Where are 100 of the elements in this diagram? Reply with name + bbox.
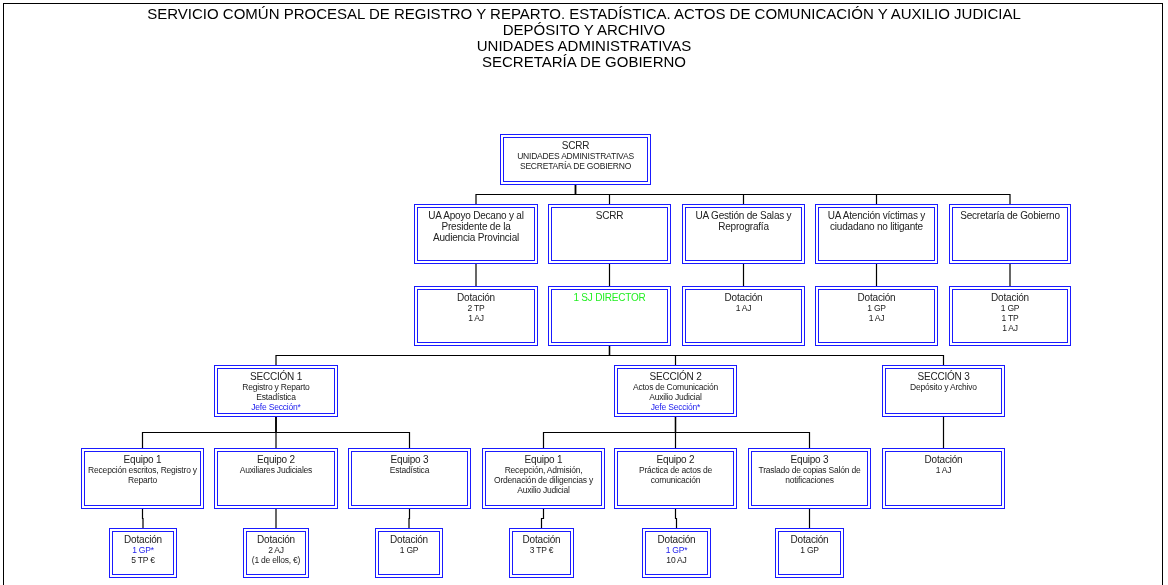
box-text: Auxiliares Judiciales xyxy=(239,465,313,475)
box-text: Dotación xyxy=(790,534,829,545)
box-text: (1 de ellos, €) xyxy=(251,555,301,565)
org-box xyxy=(882,448,1005,509)
box-text: Equipo 3 xyxy=(790,454,829,465)
box-text: Traslado de copias Salón de notificaciones xyxy=(757,465,862,485)
box-text: Dotación xyxy=(657,534,696,545)
org-box xyxy=(815,286,938,346)
connector-line xyxy=(574,184,1011,205)
org-box xyxy=(81,448,204,509)
org-box xyxy=(414,204,538,264)
connector-line xyxy=(674,416,811,449)
org-box xyxy=(775,528,844,578)
connector-line xyxy=(275,416,411,449)
connector-line xyxy=(875,263,878,287)
box-text: 1 GP* xyxy=(132,545,154,555)
box-text: UA Gestión de Salas y Reprografía xyxy=(694,210,793,232)
box-text: 1 AJ xyxy=(868,313,885,323)
connector-line xyxy=(141,508,144,529)
connector-line xyxy=(540,508,545,529)
box-text: Dotación xyxy=(257,534,295,545)
box-text: Práctica de actos de comunicación xyxy=(638,465,713,485)
box-text: Recepción escritos, Registro y Reparto xyxy=(87,465,198,485)
subtitle: DEPÓSITO Y ARCHIVO xyxy=(501,22,667,38)
box-text: 1 AJ xyxy=(468,313,484,323)
box-text: Dotación xyxy=(724,292,763,303)
box-text: Dotación xyxy=(457,292,495,303)
box-text: 1 AJ xyxy=(735,303,752,313)
org-box xyxy=(375,528,443,578)
box-text: Equipo 2 xyxy=(257,454,295,465)
connector-line xyxy=(408,508,411,529)
org-box xyxy=(642,528,711,578)
org-box xyxy=(548,204,671,264)
box-text: SCRR xyxy=(595,210,624,221)
connector-line xyxy=(742,263,745,287)
org-box xyxy=(949,204,1071,264)
box-text: Dotación xyxy=(390,534,428,545)
box-text: 1 GP* xyxy=(665,545,688,555)
org-box xyxy=(949,286,1071,346)
box-text: Jefe Sección* xyxy=(650,402,701,412)
box-text: 1 GP xyxy=(867,303,886,313)
box-text: 1 AJ xyxy=(935,465,952,475)
org-box xyxy=(548,286,671,346)
box-text: 3 TP € xyxy=(529,545,554,555)
connector-line xyxy=(275,508,277,529)
org-box xyxy=(482,448,605,509)
box-text: Estadística xyxy=(389,465,430,475)
box-text: Equipo 1 xyxy=(524,454,563,465)
org-box xyxy=(500,134,651,185)
box-text: 1 AJ xyxy=(1002,323,1018,333)
box-text: Equipo 2 xyxy=(656,454,695,465)
org-box xyxy=(348,448,471,509)
box-text: Dotación xyxy=(991,292,1029,303)
box-text: SECCIÓN 3 xyxy=(917,371,970,382)
box-text: Dotación xyxy=(924,454,963,465)
box-text: Equipo 3 xyxy=(390,454,429,465)
connector-line xyxy=(1009,263,1011,287)
box-text: SECCIÓN 2 xyxy=(649,371,702,382)
box-text: 10 AJ xyxy=(666,555,687,565)
box-text: 1 TP xyxy=(1001,313,1019,323)
org-box xyxy=(882,365,1005,417)
org-box xyxy=(614,448,737,509)
box-text: 1 GP xyxy=(1000,303,1020,313)
org-box xyxy=(682,204,805,264)
box-text: Dotación xyxy=(124,534,162,545)
org-box xyxy=(509,528,574,578)
box-text: Dotación xyxy=(857,292,896,303)
box-text: UNIDADES ADMINISTRATIVAS SECRETARÍA DE GOBIERNO xyxy=(516,151,635,171)
box-text: SCRR xyxy=(561,140,590,151)
box-text: 5 TP € xyxy=(131,555,155,565)
org-box xyxy=(414,286,538,346)
box-text: 1 GP xyxy=(399,545,419,555)
box-text: 1 SJ DIRECTOR xyxy=(573,292,646,303)
box-text: Secretaría de Gobierno xyxy=(960,210,1060,221)
org-box xyxy=(614,365,737,417)
box-text: Recepción, Admisión, Ordenación de diligencias y Auxilio Judicial xyxy=(493,465,594,495)
box-text: UA Apoyo Decano y al Presidente de la Audiencia Provincial xyxy=(427,210,525,243)
connector-line xyxy=(942,416,945,449)
connector-line xyxy=(475,263,477,287)
org-box xyxy=(214,448,338,509)
org-box xyxy=(109,528,177,578)
org-box xyxy=(682,286,805,346)
org-box xyxy=(214,365,338,417)
diagram-title: SERVICIO COMÚN PROCESAL DE REGISTRO Y REPARTO. ESTADÍSTICA. ACTOS DE COMUNICACIÓN Y AUXILIO JUDICIAL xyxy=(146,6,1022,22)
connector-line xyxy=(808,508,811,529)
box-text: 2 AJ xyxy=(268,545,284,555)
connector-line xyxy=(674,508,678,529)
org-box xyxy=(243,528,309,578)
box-text: Jefe Sección* xyxy=(251,402,301,412)
box-text: 1 GP xyxy=(800,545,819,555)
box-text: Depósito y Archivo xyxy=(910,382,977,392)
box-text: 2 TP xyxy=(467,303,485,313)
box-text: Dotación xyxy=(522,534,561,545)
connector-line xyxy=(608,345,945,366)
org-box xyxy=(815,204,938,264)
org-box xyxy=(748,448,871,509)
box-text: Registro y Reparto Estadística xyxy=(241,382,311,402)
subtitle: UNIDADES ADMINISTRATIVAS xyxy=(475,38,693,54)
connector-line xyxy=(608,263,611,287)
box-text: SECCIÓN 1 xyxy=(249,371,303,382)
